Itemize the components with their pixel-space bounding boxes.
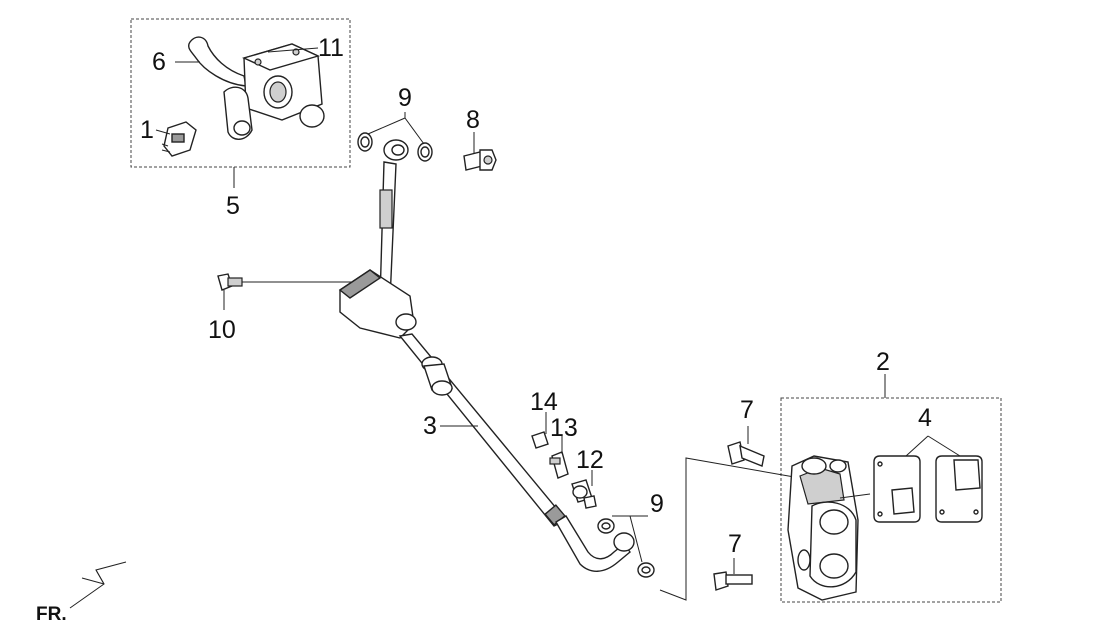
callout-7-upper: 7	[740, 396, 754, 424]
callout-11: 11	[318, 34, 344, 62]
brake-pad-right-part	[935, 455, 983, 523]
bleeder-screw-part	[549, 451, 569, 479]
brake-hose-part	[338, 139, 635, 572]
master-cylinder-group-box	[130, 18, 351, 168]
callout-3: 3	[423, 412, 437, 440]
callout-5: 5	[226, 192, 240, 220]
caliper-group-box	[780, 397, 1002, 603]
hose-clamp-bolt-part	[217, 273, 243, 291]
callout-13: 13	[550, 414, 578, 442]
banjo-bolt-part	[463, 149, 497, 171]
callout-8: 8	[466, 106, 480, 134]
caliper-mounting-bolt-upper	[727, 441, 765, 467]
brake-caliper-part	[787, 455, 859, 601]
caliper-mounting-bolt-lower	[713, 571, 753, 591]
brake-switch-part	[161, 121, 197, 157]
sealing-washer-upper-right	[417, 142, 433, 162]
callout-14: 14	[530, 388, 558, 416]
callout-1: 1	[140, 116, 154, 144]
callout-7-lower: 7	[728, 530, 742, 558]
sealing-washer-upper-left	[357, 132, 373, 152]
brake-pad-left-part	[873, 455, 921, 523]
master-cylinder-part	[223, 43, 325, 140]
callout-12: 12	[576, 446, 604, 474]
bleeder-cap-part	[531, 431, 549, 449]
pipe-joint-bolt-part	[571, 479, 597, 509]
front-direction-arrow-icon	[69, 561, 127, 609]
sealing-washer-lower-left	[597, 518, 615, 534]
callout-9-lower: 9	[650, 490, 664, 518]
sealing-washer-lower-right	[637, 562, 655, 578]
callout-2: 2	[876, 348, 890, 376]
callout-4: 4	[918, 404, 932, 432]
callout-6: 6	[152, 48, 166, 76]
callout-9-upper: 9	[398, 84, 412, 112]
front-direction-label: FR.	[36, 604, 67, 625]
callout-10: 10	[208, 316, 236, 344]
